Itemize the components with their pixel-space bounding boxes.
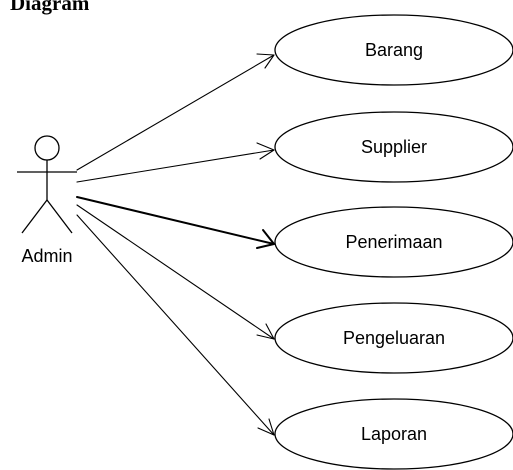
actor-right-leg bbox=[46, 199, 73, 234]
association-barang bbox=[76, 53, 275, 171]
association-laporan bbox=[76, 214, 275, 436]
use-case-supplier[interactable]: Supplier bbox=[274, 111, 513, 183]
association-penerimaan bbox=[76, 196, 275, 249]
association-pengeluaran bbox=[76, 204, 275, 340]
use-case-pengeluaran[interactable]: Pengeluaran bbox=[274, 302, 513, 374]
use-case-label: Barang bbox=[365, 40, 423, 60]
use-case-label: Supplier bbox=[361, 137, 427, 157]
use-case-barang[interactable]: Barang bbox=[274, 14, 513, 86]
diagram-title: Diagram bbox=[10, 0, 90, 15]
use-case-label: Penerimaan bbox=[345, 232, 442, 252]
use-case-penerimaan[interactable]: Penerimaan bbox=[274, 206, 513, 278]
use-case-label: Pengeluaran bbox=[343, 328, 445, 348]
association-supplier bbox=[76, 142, 275, 183]
use-case-laporan[interactable]: Laporan bbox=[274, 398, 513, 470]
actor-label: Admin bbox=[21, 246, 72, 266]
actor-left-leg bbox=[21, 199, 48, 234]
actor-admin[interactable] bbox=[17, 135, 77, 234]
associations bbox=[76, 53, 275, 436]
use-case-label: Laporan bbox=[361, 424, 427, 444]
actor-head bbox=[34, 135, 60, 161]
